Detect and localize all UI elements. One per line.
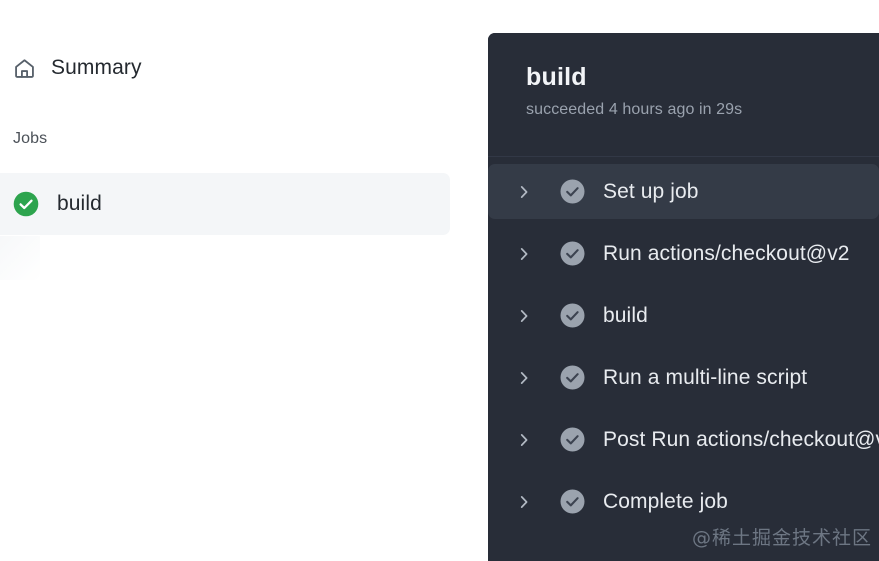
chevron-right-icon[interactable] (517, 309, 531, 323)
step-label: build (603, 303, 648, 327)
sidebar-item-job-label: build (57, 192, 102, 215)
step-row[interactable]: build (488, 288, 879, 343)
job-title: build (526, 63, 587, 91)
chevron-right-icon[interactable] (517, 495, 531, 509)
job-status-check-circle-icon (0, 191, 39, 217)
chevron-right-icon[interactable] (517, 247, 531, 261)
step-status-check-circle-icon (531, 241, 585, 266)
step-row[interactable]: Complete job (488, 474, 879, 529)
chevron-right-icon[interactable] (517, 371, 531, 385)
sidebar-item-summary[interactable]: Summary (13, 50, 142, 86)
step-status-check-circle-icon (531, 365, 585, 390)
background-artifact (0, 236, 40, 280)
jobs-sidebar: Summary Jobs build (0, 50, 450, 280)
job-log-header: build succeeded 4 hours ago in 29s (488, 33, 879, 157)
chevron-right-icon[interactable] (517, 433, 531, 447)
sidebar-item-job-build[interactable]: build (0, 173, 450, 235)
job-log-panel: build succeeded 4 hours ago in 29s Set u… (488, 33, 879, 561)
step-status-check-circle-icon (531, 427, 585, 452)
step-row[interactable]: Set up job (488, 164, 879, 219)
step-status-check-circle-icon (531, 303, 585, 328)
sidebar-item-summary-label: Summary (51, 56, 142, 79)
step-label: Complete job (603, 489, 728, 513)
step-label: Run a multi-line script (603, 365, 808, 389)
step-row[interactable]: Run actions/checkout@v2 (488, 226, 879, 281)
step-label: Post Run actions/checkout@v2 (603, 427, 879, 451)
step-label: Set up job (603, 179, 699, 203)
home-icon (13, 57, 36, 80)
job-steps-list: Set up job Run actions/checkout@v2 (488, 157, 879, 529)
step-label: Run actions/checkout@v2 (603, 241, 850, 265)
job-status-summary: succeeded 4 hours ago in 29s (526, 100, 743, 118)
step-row[interactable]: Post Run actions/checkout@v2 (488, 412, 879, 467)
step-row[interactable]: Run a multi-line script (488, 350, 879, 405)
chevron-right-icon[interactable] (517, 185, 531, 199)
step-status-check-circle-icon (531, 489, 585, 514)
step-status-check-circle-icon (531, 179, 585, 204)
jobs-section-heading: Jobs (13, 130, 48, 147)
